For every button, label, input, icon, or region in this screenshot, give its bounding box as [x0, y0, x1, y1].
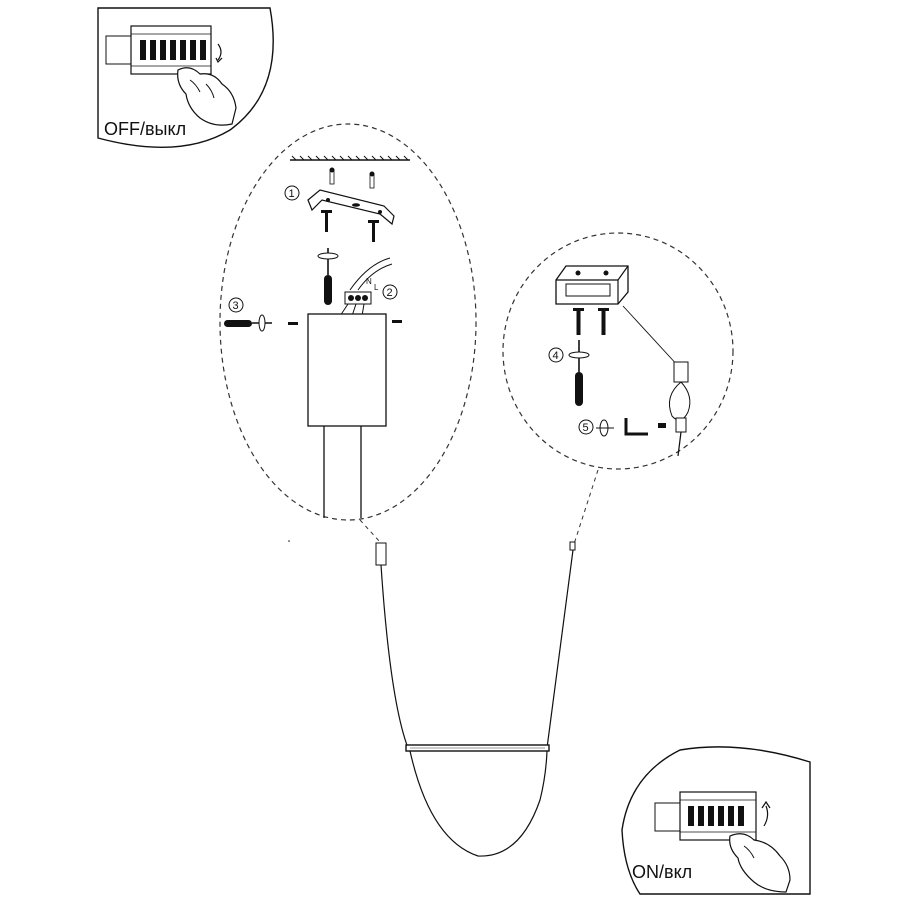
- pendant-lamp: [375, 541, 576, 857]
- step-2-marker: 2: [382, 284, 398, 300]
- screw-icon: [392, 320, 402, 323]
- breaker-on-panel: ON/вкл: [621, 746, 811, 895]
- step-3-label: 3: [233, 300, 239, 312]
- hex-key-icon: [624, 418, 648, 436]
- screwdriver-icon: [568, 340, 590, 406]
- screw-icon: [368, 220, 379, 242]
- bracket-icon: [307, 189, 395, 226]
- step-3-marker: 3: [228, 297, 244, 313]
- breaker-on-icon: [654, 791, 771, 841]
- hand-icon: [729, 833, 791, 893]
- canopy-box: [307, 313, 387, 427]
- rotate-icon: [596, 419, 614, 437]
- screw-icon: [288, 322, 298, 325]
- breaker-off-label: OFF/выкл: [104, 119, 186, 139]
- wire-mount-detail-callout: [502, 232, 734, 470]
- ceiling-icon: [290, 155, 410, 161]
- wire-connector-right: [569, 541, 576, 551]
- step-1-label: 1: [289, 188, 295, 200]
- wire-mount-detail: 4 5: [502, 232, 734, 470]
- screwdriver-icon: [317, 248, 339, 305]
- wire-bundle: [349, 257, 393, 291]
- hand-icon: [177, 67, 237, 126]
- cable-clamp-icon: [669, 361, 691, 457]
- screw-icon: [369, 171, 375, 189]
- screw-icon: [329, 167, 335, 185]
- breaker-off-panel: OFF/выкл: [97, 7, 274, 149]
- screwdriver-icon: [224, 314, 272, 332]
- step-5-label: 5: [583, 422, 589, 434]
- step-1-marker: 1: [284, 185, 300, 201]
- suspension-cable-right: [546, 549, 574, 749]
- breaker-off-icon: [105, 25, 223, 75]
- terminal-block-icon: [344, 291, 372, 305]
- callout-leader-left: [359, 519, 381, 543]
- breaker-on-label: ON/вкл: [632, 862, 692, 882]
- wire-label-live: L: [374, 283, 379, 292]
- suspension-cable-left: [380, 564, 409, 749]
- wire-connector-left: [375, 542, 387, 566]
- mounting-block-icon: [555, 265, 629, 305]
- step-4-marker: 4: [548, 347, 564, 363]
- screw-icon: [598, 308, 609, 335]
- screw-icon: [321, 210, 332, 232]
- stray-dot: [288, 540, 290, 542]
- callout-leader-right: [573, 469, 599, 545]
- set-screw-icon: [658, 423, 666, 428]
- step-2-label: 2: [387, 287, 393, 299]
- wire-label-neutral: N: [366, 277, 372, 286]
- canopy-detail: 1 N L: [219, 123, 477, 521]
- leader-line: [622, 305, 681, 369]
- canopy-detail-callout: [219, 123, 477, 521]
- step-5-marker: 5: [578, 419, 594, 435]
- power-cable-loop: [409, 750, 548, 857]
- screw-icon: [573, 308, 584, 335]
- step-4-label: 4: [553, 350, 559, 362]
